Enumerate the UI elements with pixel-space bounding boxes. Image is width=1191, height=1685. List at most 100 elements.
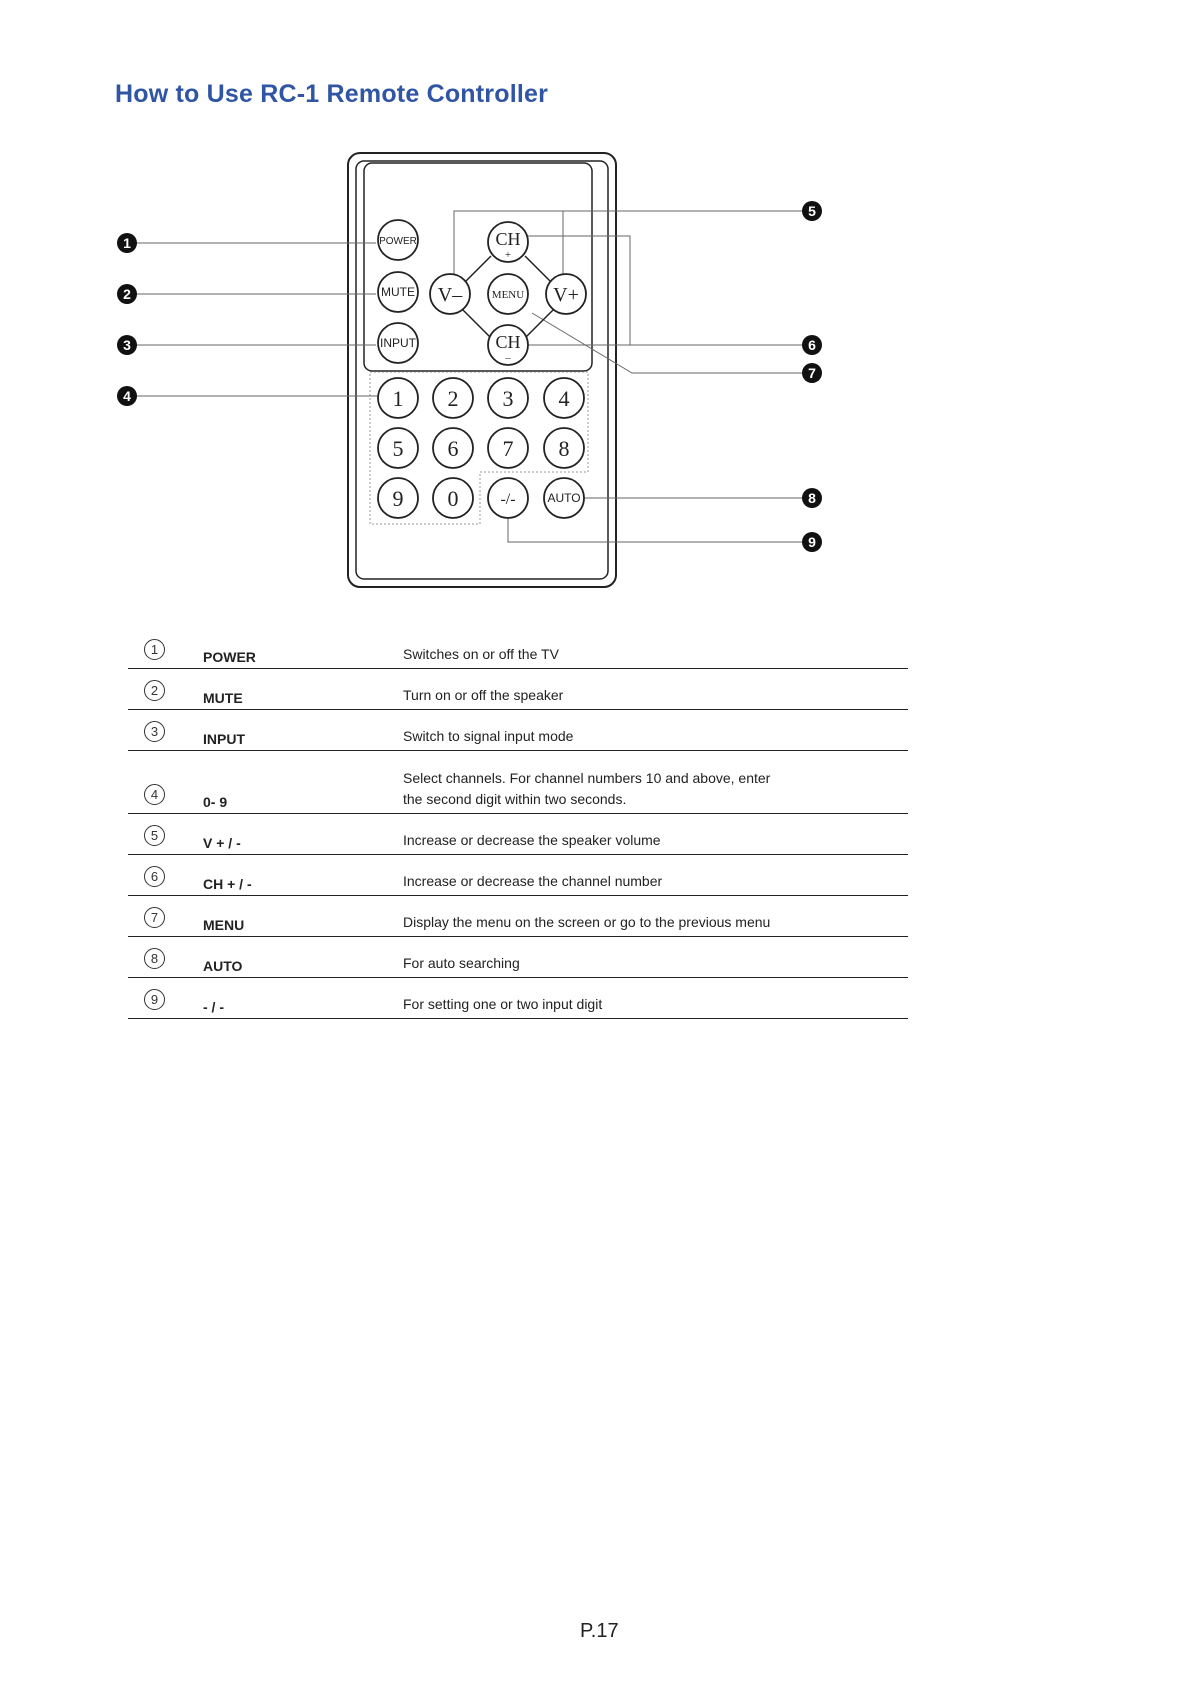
- page-number: P.17: [580, 1620, 619, 1642]
- page-title: How to Use RC-1 Remote Controller: [115, 80, 549, 108]
- callout-badge-7: 7: [802, 363, 822, 383]
- function-row-digits: 4 0- 9 Select channels. For channel numb…: [128, 751, 908, 814]
- callout-badge-6: 6: [802, 335, 822, 355]
- v-minus-label: V–: [438, 284, 463, 306]
- row-description: Turn on or off the speaker: [403, 687, 564, 703]
- row-description: Select channels. For channel numbers 10 …: [403, 770, 771, 807]
- digit-button-8[interactable]: 8: [543, 427, 585, 469]
- v-plus-label: V+: [553, 284, 579, 306]
- row-number: 2: [144, 680, 165, 701]
- callout-badge-9: 9: [802, 532, 822, 552]
- digit-button-4[interactable]: 4: [543, 377, 585, 419]
- digit-label: 8: [559, 436, 570, 461]
- function-row-input: 3 INPUT Switch to signal input mode: [128, 710, 908, 751]
- function-row-power: 1 POWER Switches on or off the TV: [128, 628, 908, 669]
- mute-button-label: MUTE: [381, 285, 415, 299]
- callout-number: 8: [808, 490, 816, 506]
- row-key: V + / -: [203, 835, 241, 851]
- power-button-label: POWER: [379, 236, 417, 247]
- row-key: INPUT: [203, 731, 245, 747]
- digit-button-5[interactable]: 5: [377, 427, 419, 469]
- row-number: 1: [144, 639, 165, 660]
- callout-number: 2: [123, 286, 131, 302]
- callout-badge-3: 3: [117, 335, 137, 355]
- callout-number: 1: [123, 235, 131, 251]
- row-key: - / -: [203, 999, 224, 1015]
- callout-number: 9: [808, 534, 816, 550]
- row-number: 3: [144, 721, 165, 742]
- digit-label: 6: [448, 436, 459, 461]
- digit-button-3[interactable]: 3: [487, 377, 529, 419]
- row-key: 0- 9: [203, 794, 228, 810]
- callout-lines: [136, 210, 802, 543]
- digit-label: 5: [393, 436, 404, 461]
- digit-button-1[interactable]: 1: [377, 377, 419, 419]
- power-button[interactable]: POWER: [377, 219, 419, 261]
- remote-body-inner: [355, 160, 609, 580]
- callout-badge-4: 4: [117, 386, 137, 406]
- ch-minus-sign: –: [504, 352, 511, 364]
- menu-button[interactable]: MENU: [487, 273, 529, 315]
- digit-label: 3: [503, 386, 514, 411]
- row-number: 6: [144, 866, 165, 887]
- dash-button[interactable]: -/-: [487, 477, 529, 519]
- digit-label: 7: [503, 436, 514, 461]
- function-row-auto: 8 AUTO For auto searching: [128, 937, 908, 978]
- dash-button-label: -/-: [500, 491, 515, 508]
- row-description: For setting one or two input digit: [403, 996, 603, 1012]
- row-description: Switches on or off the TV: [403, 646, 559, 662]
- function-row-menu: 7 MENU Display the menu on the screen or…: [128, 896, 908, 937]
- row-key: MUTE: [203, 690, 243, 706]
- row-key: POWER: [203, 649, 256, 665]
- input-button-label: INPUT: [380, 336, 417, 350]
- callout-number: 5: [808, 203, 816, 219]
- row-number: 5: [144, 825, 165, 846]
- callout-badge-2: 2: [117, 284, 137, 304]
- row-number: 4: [144, 784, 165, 805]
- callout-number: 4: [123, 388, 131, 404]
- function-table: 1 POWER Switches on or off the TV 2 MUTE…: [128, 628, 908, 1019]
- mute-button[interactable]: MUTE: [377, 271, 419, 313]
- digit-button-6[interactable]: 6: [432, 427, 474, 469]
- callout-number: 7: [808, 365, 816, 381]
- callout-badge-1: 1: [117, 233, 137, 253]
- auto-button[interactable]: AUTO: [543, 477, 585, 519]
- menu-button-label: MENU: [492, 289, 524, 301]
- function-row-digit-mode: 9 - / - For setting one or two input dig…: [128, 978, 908, 1019]
- digit-button-9[interactable]: 9: [377, 477, 419, 519]
- remote-body-outer: [347, 152, 617, 588]
- function-row-channel: 6 CH + / - Increase or decrease the chan…: [128, 855, 908, 896]
- ch-minus-button[interactable]: CH –: [487, 324, 529, 366]
- callout-number: 6: [808, 337, 816, 353]
- callout-badge-5: 5: [802, 201, 822, 221]
- ch-minus-label: CH: [495, 332, 520, 352]
- row-key: CH + / -: [203, 876, 252, 892]
- digit-label: 4: [559, 386, 570, 411]
- remote-diagram: POWER MUTE INPUT CH + V– MENU V+ CH – 1 …: [117, 152, 822, 588]
- callout-number: 3: [123, 337, 131, 353]
- row-number: 8: [144, 948, 165, 969]
- input-button[interactable]: INPUT: [377, 322, 419, 364]
- function-row-mute: 2 MUTE Turn on or off the speaker: [128, 669, 908, 710]
- row-key: AUTO: [203, 958, 243, 974]
- function-row-volume: 5 V + / - Increase or decrease the speak…: [128, 814, 908, 855]
- row-description: Switch to signal input mode: [403, 728, 574, 744]
- digit-label: 2: [448, 386, 459, 411]
- auto-button-label: AUTO: [547, 491, 580, 505]
- row-description: Increase or decrease the channel number: [403, 873, 663, 889]
- ch-plus-label: CH: [495, 229, 520, 249]
- ch-plus-button[interactable]: CH +: [487, 221, 529, 263]
- digit-label: 9: [393, 486, 404, 511]
- v-minus-button[interactable]: V–: [429, 273, 471, 315]
- digit-button-7[interactable]: 7: [487, 427, 529, 469]
- remote-top-panel: [363, 162, 593, 372]
- v-plus-button[interactable]: V+: [545, 273, 587, 315]
- digit-button-2[interactable]: 2: [432, 377, 474, 419]
- digit-label: 1: [393, 386, 404, 411]
- ch-plus-sign: +: [505, 249, 511, 261]
- row-description: For auto searching: [403, 955, 520, 971]
- row-key: MENU: [203, 917, 245, 933]
- row-number: 9: [144, 989, 165, 1010]
- row-number: 7: [144, 907, 165, 928]
- digit-button-0[interactable]: 0: [432, 477, 474, 519]
